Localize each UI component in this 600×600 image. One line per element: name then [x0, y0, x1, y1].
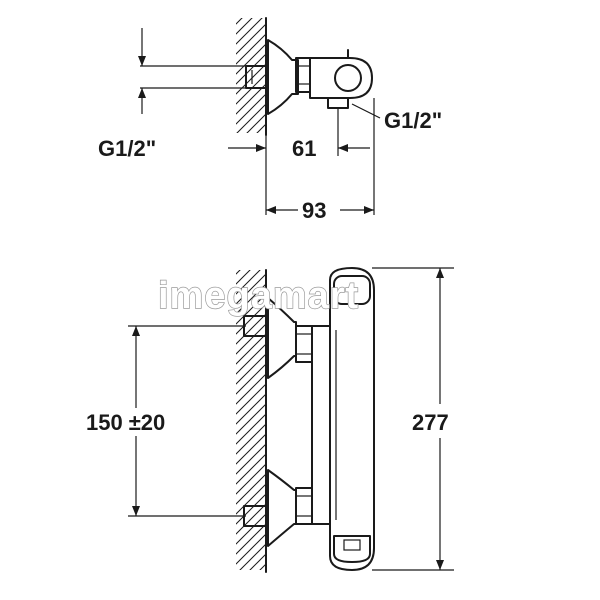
label-spacing-value: 150	[86, 410, 123, 435]
label-depth-61: 61	[292, 136, 316, 161]
bottom-outlet	[333, 535, 371, 563]
handle-circle-top	[334, 64, 362, 92]
top-view: G1/2" G1/2" 61 93	[98, 17, 442, 223]
outlet-connector	[343, 539, 361, 551]
pipe-stub-top	[245, 65, 267, 89]
dim-277-arrow-bottom	[436, 560, 444, 570]
escutcheon-top	[267, 39, 299, 115]
nut-upper	[295, 325, 313, 363]
dim-150-arrow-top	[132, 326, 140, 336]
dim-93-arrow-l	[266, 206, 276, 214]
pipe-stub-upper	[243, 315, 267, 337]
dim-61-arrow-l	[256, 144, 266, 152]
top-cap	[333, 275, 371, 305]
front-view: 150±20 277 imegamart	[86, 267, 454, 573]
escutcheon-lower	[267, 469, 297, 547]
mixer-body-top	[309, 57, 373, 99]
label-depth-93: 93	[302, 198, 326, 223]
arrow-down	[138, 56, 146, 66]
watermark-logo: imegamart	[158, 275, 359, 317]
dim-93-arrow-r	[364, 206, 374, 214]
mixer-body-front	[329, 267, 375, 571]
label-spacing-tolerance: ±20	[129, 410, 166, 435]
arrow-up	[138, 88, 146, 98]
nut-lower	[295, 487, 313, 525]
dim-61-arrow-r	[338, 144, 348, 152]
outlet-spout	[327, 97, 349, 109]
pipe-stub-lower	[243, 505, 267, 527]
outlet-leader-diag	[351, 103, 381, 119]
label-spacing: 150±20	[86, 410, 165, 435]
label-height-277: 277	[412, 410, 449, 435]
label-inlet-thread: G1/2"	[98, 136, 156, 161]
mixer-body-inner	[311, 325, 331, 525]
wall-hatch-top	[236, 18, 266, 133]
dim-277-arrow-top	[436, 268, 444, 278]
dim-150-arrow-bottom	[132, 506, 140, 516]
label-outlet-thread: G1/2"	[384, 108, 442, 133]
wall-hatch-front	[236, 270, 266, 570]
